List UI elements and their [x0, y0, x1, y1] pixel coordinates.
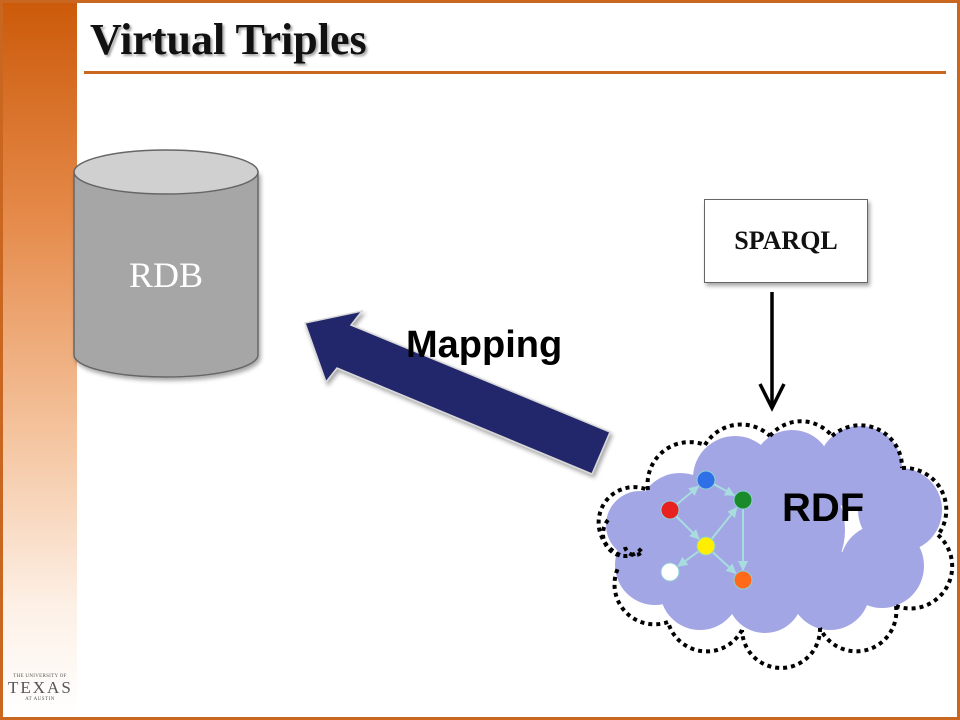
- mapping-label: Mapping: [406, 324, 563, 366]
- ut-austin-logo: THE UNIVERSITY OF TEXAS AT AUSTIN: [8, 674, 72, 702]
- graph-edge-red-yellow: [675, 515, 700, 540]
- rdf-graph-nodes: [660, 470, 753, 590]
- query-arrow: [758, 292, 786, 412]
- rdf-label: RDF: [782, 486, 865, 530]
- logo-line-1: THE UNIVERSITY OF: [13, 674, 67, 679]
- slide-title: Virtual Triples: [90, 15, 367, 64]
- graph-node-blue: [696, 470, 716, 490]
- rdf-cloud: [596, 419, 955, 670]
- sparql-box: SPARQL: [704, 199, 868, 283]
- rdf-graph-edges: [675, 483, 748, 574]
- logo-line-2: TEXAS: [8, 678, 73, 697]
- graph-node-red: [660, 500, 680, 520]
- logo-line-3: AT AUSTIN: [25, 697, 55, 702]
- rdb-cylinder: [73, 149, 259, 378]
- graph-edge-red-blue: [676, 485, 700, 506]
- graph-node-green: [733, 490, 753, 510]
- title-underline: [84, 71, 946, 74]
- graph-node-orange: [733, 570, 753, 590]
- graph-edge-yellow-orange: [711, 551, 737, 574]
- graph-edge-blue-green: [713, 483, 736, 497]
- mapping-arrow: [304, 309, 611, 475]
- sidebar-gradient: [3, 3, 77, 717]
- graph-node-yellow: [696, 536, 716, 556]
- graph-edge-yellow-green: [710, 507, 738, 540]
- graph-node-white: [660, 562, 680, 582]
- graph-edge-yellow-white: [677, 550, 700, 567]
- sparql-label: SPARQL: [734, 226, 838, 255]
- rdb-label: RDB: [128, 255, 204, 295]
